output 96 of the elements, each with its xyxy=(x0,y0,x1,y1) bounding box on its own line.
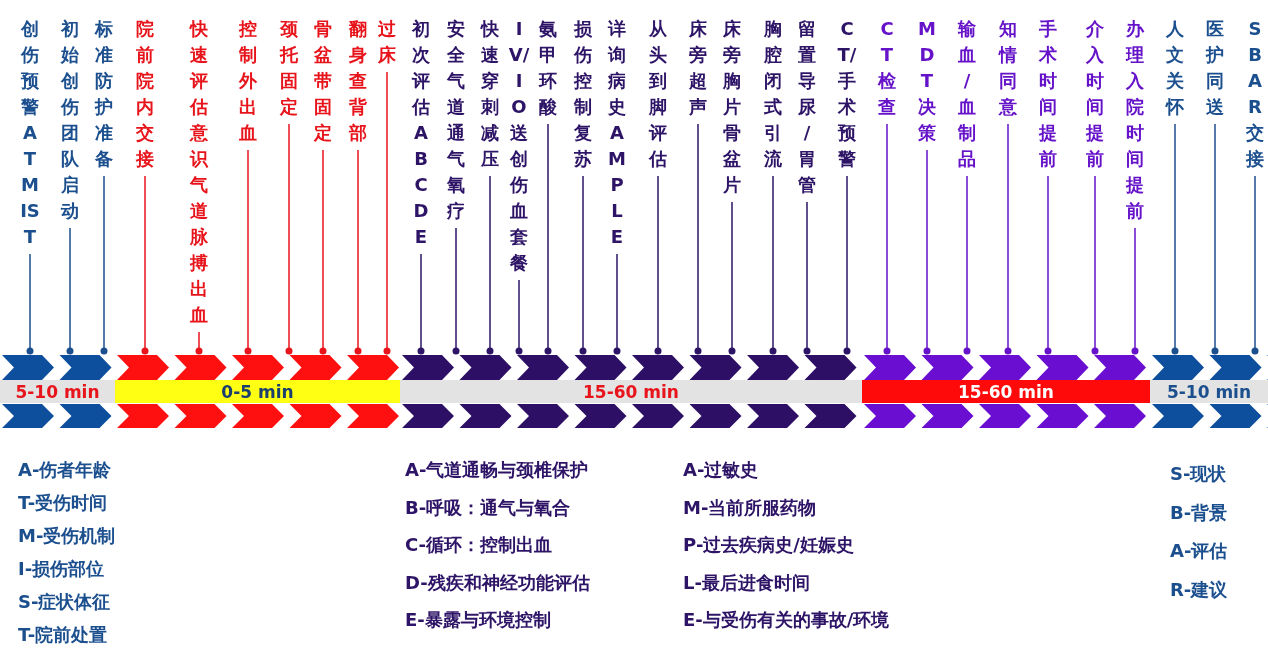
list-item: A-伤者年龄 xyxy=(18,459,112,481)
list-item: E-与受伤有关的事故/环境 xyxy=(683,609,890,631)
leader-line xyxy=(195,331,203,355)
list-item: R-建议 xyxy=(1170,578,1228,601)
list-item: S-现状 xyxy=(1170,463,1227,485)
leader-line xyxy=(319,149,327,355)
leader-line xyxy=(1131,227,1139,355)
leader-line xyxy=(963,175,971,355)
step-label: 氨甲环酸 xyxy=(537,16,559,120)
timeline-segment xyxy=(1150,355,1268,428)
list-item: A-过敏史 xyxy=(683,459,759,481)
list-item: P-过去疾病史/妊娠史 xyxy=(683,534,854,556)
step-label: 留置导尿/胃管 xyxy=(796,16,818,198)
step-label: 损伤控制复苏 xyxy=(572,16,594,172)
leader-line xyxy=(1211,123,1219,355)
duration-label: 0-5 min xyxy=(220,382,295,402)
step-label: 办理入院时间提前 xyxy=(1124,16,1146,224)
step-label: CT检查 xyxy=(876,16,898,120)
leader-line xyxy=(417,253,425,355)
step-label: 初次评估ABCDE xyxy=(410,16,432,250)
list-item: T-院前处置 xyxy=(18,624,108,646)
leader-line xyxy=(100,175,108,355)
leader-line xyxy=(769,175,777,355)
leader-line xyxy=(285,123,293,355)
step-label: 床旁胸片骨盆片 xyxy=(721,16,743,198)
leader-line xyxy=(452,227,460,355)
leader-line xyxy=(883,123,891,355)
step-label: 快速穿刺减压 xyxy=(479,16,501,172)
step-label: 医护同送 xyxy=(1204,16,1226,120)
leader-line xyxy=(694,123,702,355)
step-label: 骨盆带固定 xyxy=(312,16,334,146)
step-label: 输血/血制品 xyxy=(956,16,978,172)
leader-line xyxy=(383,71,391,355)
list-item: A-气道通畅与颈椎保护 xyxy=(405,459,589,481)
step-label: 控制外出血 xyxy=(237,16,259,146)
leader-line xyxy=(544,123,552,355)
leader-line xyxy=(515,279,523,355)
list-item: S-症状体征 xyxy=(18,591,111,613)
list-item: M-受伤机制 xyxy=(18,525,116,547)
step-label: 安全气道通气氧疗 xyxy=(445,16,467,224)
leader-line xyxy=(1044,175,1052,355)
leader-line xyxy=(654,175,662,355)
list-item: E-暴露与环境控制 xyxy=(405,609,551,631)
step-label: 快速评估意识气道脉搏出血 xyxy=(188,16,210,328)
step-label: 人文关怀 xyxy=(1164,16,1186,120)
step-label: 从头到脚评估 xyxy=(647,16,669,172)
step-label: 初始创伤团队启动 xyxy=(59,16,81,224)
leader-line xyxy=(244,149,252,355)
list-item: L-最后进食时间 xyxy=(683,571,810,594)
leader-line xyxy=(728,201,736,355)
leader-line xyxy=(803,201,811,355)
leader-line xyxy=(923,149,931,355)
timeline-segment xyxy=(115,355,400,428)
step-label: 详询病史AMPLE xyxy=(606,16,628,250)
duration-label: 15-60 min xyxy=(582,382,680,402)
leader-line xyxy=(141,175,149,355)
leader-line xyxy=(66,227,74,355)
leader-line xyxy=(843,175,851,355)
list-item: D-残疾和神经功能评估 xyxy=(405,571,590,594)
step-label: SBAR交接 xyxy=(1244,16,1266,172)
timeline-segment xyxy=(862,355,1150,428)
timeline-segment xyxy=(400,355,862,428)
leader-line xyxy=(1251,175,1259,355)
leader-line xyxy=(26,253,34,355)
list-item: B-背景 xyxy=(1170,501,1228,524)
step-label: 床旁超声 xyxy=(687,16,709,120)
step-label: 翻身查背部 xyxy=(347,16,369,146)
step-label: MDT决策 xyxy=(916,16,938,146)
list-item: A-评估 xyxy=(1170,540,1228,562)
duration-label: 5-10 min xyxy=(1165,382,1253,402)
leader-line xyxy=(1171,123,1179,355)
leader-line xyxy=(613,253,621,355)
step-label: 过床 xyxy=(376,16,398,68)
list-item: T-受伤时间 xyxy=(18,492,108,514)
leader-line xyxy=(1091,175,1099,355)
step-label: 院前院内交接 xyxy=(134,16,156,172)
leader-line xyxy=(1004,123,1012,355)
step-label: 标准防护准备 xyxy=(93,16,115,172)
step-label: 胸腔闭式引流 xyxy=(762,16,784,172)
step-label: CT/手术预警 xyxy=(836,16,858,172)
leader-line xyxy=(579,175,587,355)
timeline-segment xyxy=(0,355,115,428)
duration-label: 5-10 min xyxy=(14,382,101,402)
step-label: 手术时间提前 xyxy=(1037,16,1059,172)
step-label: 颈托固定 xyxy=(278,16,300,120)
leader-line xyxy=(486,175,494,355)
step-label: 知情同意 xyxy=(997,16,1019,120)
step-label: IV/IO送创伤血套餐 xyxy=(508,16,530,276)
list-item: B-呼吸：通气与氧合 xyxy=(405,496,571,519)
list-item: I-损伤部位 xyxy=(18,558,105,580)
step-label: 介入时间提前 xyxy=(1084,16,1106,172)
step-label: 创伤预警ATMIST xyxy=(19,16,41,250)
list-item: C-循环：控制出血 xyxy=(405,534,553,556)
duration-label: 15-60 min xyxy=(957,382,1055,402)
leader-line xyxy=(354,149,362,355)
list-item: M-当前所服药物 xyxy=(683,496,817,519)
